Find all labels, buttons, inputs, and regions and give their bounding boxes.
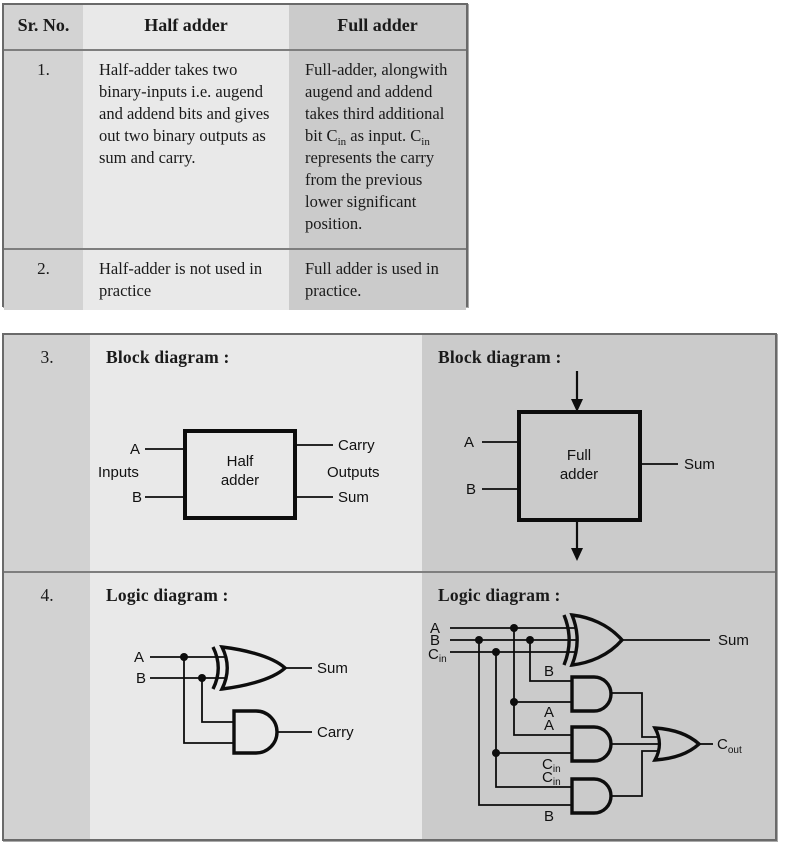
- row1-full-seg3: represents the carry from the previous l…: [305, 148, 435, 233]
- label-sum: Sum: [718, 632, 749, 649]
- wire-cin-drop: [495, 652, 572, 788]
- wire-b-to-and: [201, 678, 234, 723]
- row1-full-sub1: in: [337, 136, 347, 148]
- table-row: 3. Block diagram : Half adder A B Inputs…: [4, 335, 775, 571]
- label-input-a: A: [464, 434, 474, 451]
- wire-and1-to-or: [612, 692, 665, 738]
- row2-number: 2.: [4, 250, 83, 310]
- label-input-b: B: [466, 481, 476, 498]
- half-adder-box-label-1: Half: [227, 453, 255, 470]
- label-input-b: B: [132, 489, 142, 506]
- junction-a-rail: [510, 624, 518, 632]
- and-gate-3: [570, 777, 613, 815]
- and-gate-1: [570, 675, 613, 713]
- label-sum: Sum: [317, 660, 348, 677]
- row4-number: 4.: [4, 573, 90, 839]
- label-and1-top: B: [544, 663, 554, 680]
- label-sum: Sum: [684, 456, 715, 473]
- carry-out-arrowhead: [571, 548, 583, 561]
- label-input-b: B: [136, 670, 146, 687]
- carry-in-arrowhead: [571, 399, 583, 412]
- full-adder-logic-diagram: A B Cin B A A Cin Cin B Sum Cout: [428, 612, 749, 825]
- row3-number: 3.: [4, 335, 90, 571]
- comparison-header-row: Sr. No. Half adder Full adder: [4, 5, 466, 49]
- row1-full-sub2: in: [421, 136, 430, 148]
- row2-full-text: Full adder is used in practice.: [289, 250, 466, 310]
- wire-and3-to-or: [612, 750, 665, 797]
- comparison-table: Sr. No. Half adder Full adder 1. Half-ad…: [2, 3, 468, 310]
- label-cout: Cout: [717, 736, 742, 756]
- row1-half-paragraph: Half-adder takes two binary-inputs i.e. …: [99, 60, 270, 167]
- wire-b-to-and3: [478, 640, 572, 806]
- full-adder-box-label-2: adder: [560, 466, 598, 483]
- table-row: 2. Half-adder is not used in practice Fu…: [4, 248, 466, 310]
- half-block-title: Block diagram :: [106, 347, 230, 367]
- header-half-adder: Half adder: [83, 5, 289, 49]
- full-adder-block-cell: Block diagram : Full adder A B Sum: [422, 335, 775, 571]
- row1-full-seg2: as input. C: [346, 126, 422, 145]
- row1-number: 1.: [4, 51, 83, 248]
- full-adder-block-diagram: Full adder A B Sum: [464, 371, 715, 561]
- label-input-cin: Cin: [428, 646, 447, 665]
- half-logic-title: Logic diagram :: [106, 585, 229, 605]
- header-sr-no: Sr. No.: [4, 5, 83, 49]
- half-adder-box-label-2: adder: [221, 472, 259, 489]
- xor-gate: [569, 612, 625, 668]
- junction-b-rail-1: [475, 636, 483, 644]
- half-adder-block-diagram: Half adder A B Inputs Carry Outputs Sum: [98, 429, 380, 520]
- wire-a-drop: [513, 628, 572, 736]
- row1-full-seg1: Full-adder, alongwith augend and addend …: [305, 60, 448, 145]
- label-and3-bottom: B: [544, 808, 554, 825]
- half-adder-logic-diagram: A B Sum Carry: [134, 644, 354, 755]
- wire-a-to-and: [183, 657, 234, 744]
- or-gate: [652, 726, 702, 762]
- xor-gate-back-arc: [562, 614, 571, 666]
- junction-dot-a: [180, 653, 188, 661]
- row1-full-text: Full-adder, alongwith augend and addend …: [289, 51, 466, 248]
- label-carry: Carry: [317, 724, 354, 741]
- full-block-title: Block diagram :: [438, 347, 562, 367]
- full-logic-title: Logic diagram :: [438, 585, 561, 605]
- row2-half-text: Half-adder is not used in practice: [83, 250, 289, 310]
- label-and3-top: Cin: [542, 769, 561, 788]
- half-adder-logic-cell: Logic diagram : A B Sum Carry: [90, 573, 422, 839]
- label-sum: Sum: [338, 489, 369, 506]
- and-gate-2: [570, 725, 613, 763]
- label-input-a: A: [130, 441, 140, 458]
- label-and2-bottom: Cin: [542, 756, 561, 775]
- label-inputs: Inputs: [98, 464, 139, 481]
- junction-cin-branch: [492, 749, 500, 757]
- label-and2-top: A: [544, 717, 554, 734]
- row1-half-text: Half-adder takes two binary-inputs i.e. …: [83, 51, 289, 248]
- half-adder-box: [183, 429, 297, 520]
- label-carry: Carry: [338, 437, 375, 454]
- full-adder-box: [517, 410, 642, 522]
- half-adder-block-cell: Block diagram : Half adder A B Inputs Ca…: [90, 335, 422, 571]
- full-adder-box-label-1: Full: [567, 447, 591, 464]
- xor-gate: [219, 644, 288, 692]
- wire-b-to-and1: [529, 640, 572, 682]
- and-gate: [232, 709, 279, 755]
- table-row: 4. Logic diagram : A B Sum Carry: [4, 571, 775, 839]
- junction-a-branch: [510, 698, 518, 706]
- table-row: 1. Half-adder takes two binary-inputs i.…: [4, 49, 466, 248]
- label-input-a: A: [430, 620, 440, 637]
- header-full-adder: Full adder: [289, 5, 466, 49]
- diagram-table: 3. Block diagram : Half adder A B Inputs…: [2, 333, 777, 841]
- xor-gate-back-arc: [211, 646, 220, 690]
- junction-dot-b: [198, 674, 206, 682]
- label-outputs: Outputs: [327, 464, 380, 481]
- label-input-a: A: [134, 649, 144, 666]
- full-adder-logic-cell: Logic diagram :: [422, 573, 775, 839]
- label-and1-bottom: A: [544, 704, 554, 721]
- junction-b-rail-2: [526, 636, 534, 644]
- label-input-b: B: [430, 632, 440, 649]
- junction-cin-rail: [492, 648, 500, 656]
